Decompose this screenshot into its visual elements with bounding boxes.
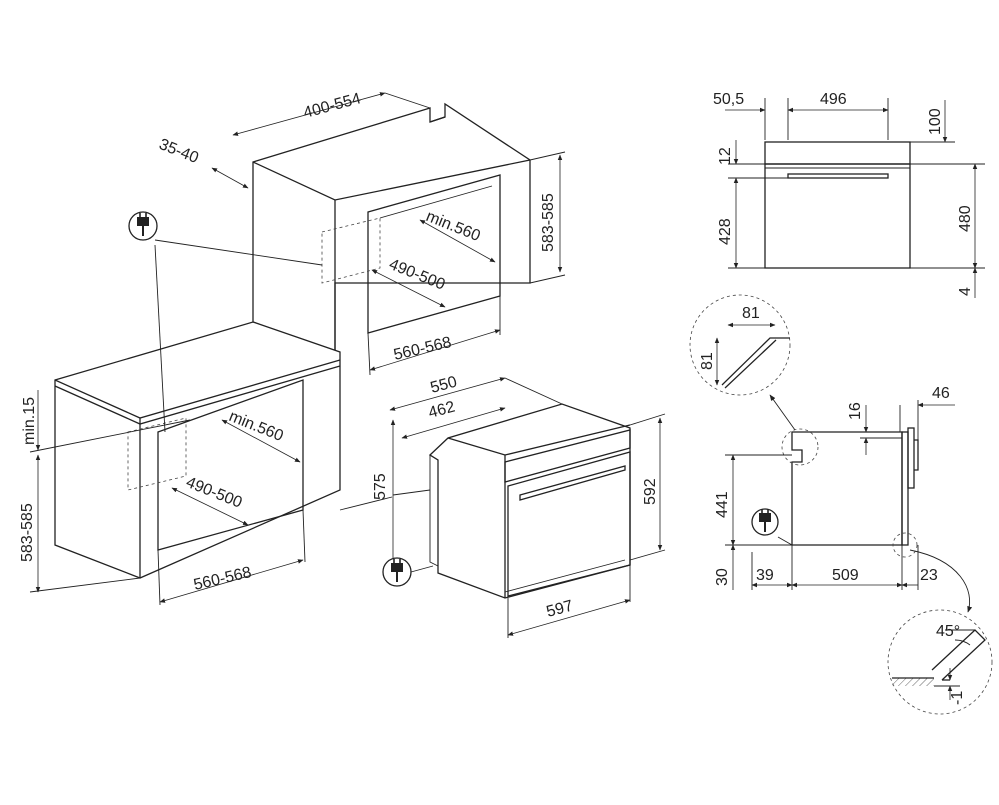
label-minus-1: -1 bbox=[949, 691, 966, 705]
label-592: 592 bbox=[642, 478, 659, 505]
label-428: 428 bbox=[717, 218, 734, 245]
plug-icon bbox=[751, 508, 779, 536]
label-462: 462 bbox=[427, 399, 457, 422]
oven bbox=[428, 403, 631, 599]
label-100: 100 bbox=[927, 108, 944, 135]
oven-dimensions: 550 462 575 592 597 bbox=[339, 374, 666, 638]
label-583-585-top: 583-585 bbox=[540, 193, 557, 252]
plug-icon bbox=[128, 211, 158, 241]
label-550: 550 bbox=[429, 374, 459, 397]
label-45-degrees: 45° bbox=[936, 623, 960, 640]
label-81-width: 81 bbox=[742, 305, 760, 322]
label-480: 480 bbox=[957, 205, 974, 232]
label-39: 39 bbox=[756, 567, 774, 584]
side-view: 16 46 441 30 39 509 23 bbox=[714, 385, 973, 613]
label-509: 509 bbox=[832, 567, 859, 584]
label-50-5: 50,5 bbox=[713, 91, 744, 108]
label-min15: min.15 bbox=[21, 397, 38, 445]
column-cabinet bbox=[252, 102, 531, 354]
label-81-height: 81 bbox=[699, 352, 716, 370]
label-46: 46 bbox=[932, 385, 950, 402]
label-30: 30 bbox=[714, 568, 731, 586]
label-496: 496 bbox=[820, 91, 847, 108]
label-441: 441 bbox=[714, 491, 731, 518]
label-560-568-bottom: 560-568 bbox=[192, 564, 253, 594]
label-560-568-top: 560-568 bbox=[392, 334, 453, 364]
label-16: 16 bbox=[847, 402, 864, 420]
label-12: 12 bbox=[717, 147, 734, 165]
label-575: 575 bbox=[372, 473, 389, 500]
label-4: 4 bbox=[957, 287, 974, 296]
label-597: 597 bbox=[545, 598, 575, 621]
label-35-40: 35-40 bbox=[157, 136, 201, 167]
label-400-554: 400-554 bbox=[302, 90, 363, 122]
label-23: 23 bbox=[920, 567, 938, 584]
angle-detail: 45° -1 bbox=[887, 609, 993, 715]
corner-detail: 81 81 bbox=[689, 294, 796, 431]
front-view: 50,5 496 100 480 4 12 428 bbox=[713, 91, 985, 298]
base-cabinet bbox=[54, 321, 341, 579]
plug-icon bbox=[382, 557, 412, 587]
label-583-585-bottom: 583-585 bbox=[19, 503, 36, 562]
